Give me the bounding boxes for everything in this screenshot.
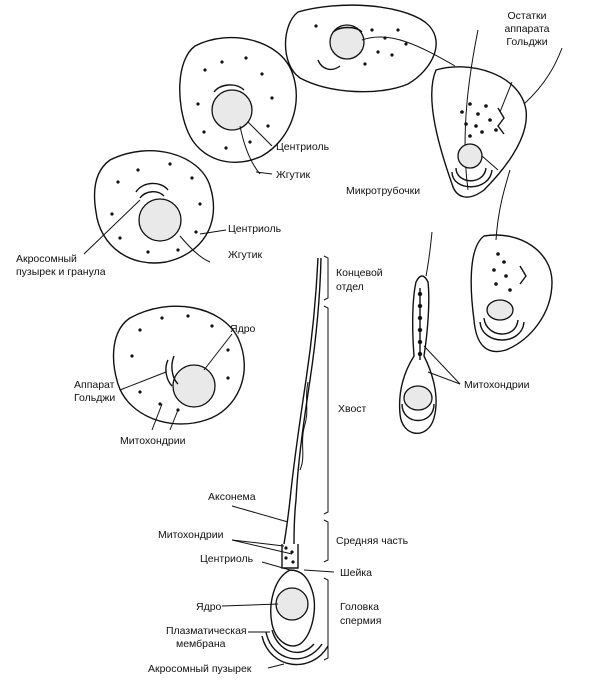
label-axoneme: Аксонема [208,491,256,503]
mitochondria-chain [417,288,423,360]
label-head-2: спермия [340,615,381,627]
cell-stage-top [284,4,456,93]
label-centriole-1: Центриоль [276,141,330,153]
label-centriole-3: Центриоль [200,553,254,565]
cell-stage-middle-left [83,150,227,264]
cell-stage-lower-left [112,305,245,431]
label-acrosome-vesicle-granule-1: Акросомный [16,253,77,265]
label-golgi-remnants-3: Гольджи [506,36,547,48]
label-mitochondria-3: Митохондрии [158,529,224,541]
golgi-remnant-dots [460,102,498,138]
label-centriole-2: Центриоль [228,223,282,235]
label-flagellum-2: Жгутик [228,249,262,261]
label-acrosome-vesicle: Акросомный пузырек [148,663,252,675]
label-nucleus-1: Ядро [230,323,256,335]
cell-stage-upper-right [431,29,563,198]
label-plasma-membrane-2: мембрана [176,638,226,650]
label-tail: Хвост [338,403,367,415]
label-neck: Шейка [340,567,372,579]
label-end-piece-1: Концевой [336,267,383,279]
label-golgi-2: Гольджи [74,392,115,404]
label-microtubules: Микротрубочки [346,185,420,197]
leader-lines [221,155,499,669]
label-mitochondria-1: Митохондрии [120,435,186,447]
label-end-piece-2: отдел [336,281,364,293]
cell-stage-right [470,169,553,353]
mature-spermatozoon [261,257,329,666]
cell-stage-2 [179,36,297,175]
label-plasma-membrane-1: Плазматическая [166,625,247,637]
label-middle-piece: Средняя часть [336,535,409,547]
label-nucleus-2: Ядро [196,601,222,613]
label-mitochondria-2: Митохондрии [464,379,530,391]
label-acrosome-vesicle-granule-2: пузырек и гранула [16,266,106,278]
label-golgi-1: Аппарат [74,379,115,391]
label-head-1: Головка [340,601,379,613]
labels: Остатки аппарата Гольджи Центриоль Жгути… [16,10,550,675]
label-golgi-remnants-1: Остатки [508,10,547,22]
brackets [303,255,335,661]
label-flagellum-1: Жгутик [276,169,310,181]
cell-stage-elongated [398,231,461,434]
label-golgi-remnants-2: аппарата [504,23,549,35]
